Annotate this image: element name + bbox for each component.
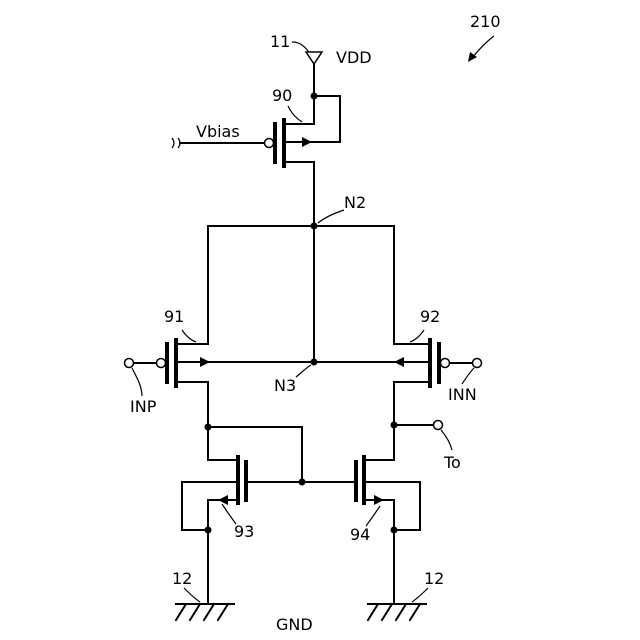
transistor-92: 92 INN: [314, 307, 482, 460]
gnd-label: GND: [276, 615, 313, 634]
transistor-94-body-arrow: [374, 495, 384, 505]
transistor-94-body-tie: [394, 482, 420, 530]
ground-left: 12: [172, 569, 234, 620]
vdd-ref-label: 11: [270, 32, 290, 51]
inp-label: INP: [130, 397, 157, 416]
junction-gate-bus: [299, 479, 306, 486]
transistor-91-label: 91: [164, 307, 184, 326]
vbias-gate-bubble: [265, 139, 274, 148]
output-to: To: [391, 421, 461, 473]
transistor-90: 90: [265, 86, 341, 226]
inn-terminal: [473, 359, 482, 368]
transistor-91-gate-bubble: [157, 359, 166, 368]
output-terminal: [434, 421, 443, 430]
diode-connection-wire: [208, 427, 302, 482]
figure-ref-label: 210: [470, 12, 501, 31]
transistor-93-label: 93: [234, 522, 254, 541]
transistor-92-gate-bubble: [441, 359, 450, 368]
transistor-90-body-tie: [314, 96, 340, 142]
transistor-94-leader: [366, 506, 380, 526]
transistor-90-leader: [288, 106, 302, 122]
ground-left-hatch: [176, 604, 228, 620]
figure-ref-leader: [472, 36, 494, 58]
ground-right-hatch: [368, 604, 420, 620]
ground-right-ref-label: 12: [424, 569, 444, 588]
transistor-90-label: 90: [272, 86, 292, 105]
n3-leader: [296, 365, 311, 377]
ground-left-leader: [184, 588, 200, 602]
n2-leader: [318, 210, 344, 223]
ground-right-leader: [412, 588, 428, 602]
transistor-92-leader: [410, 330, 424, 342]
transistor-92-label: 92: [420, 307, 440, 326]
vbias-label: Vbias: [196, 122, 240, 141]
vbias-break-symbol: [172, 138, 180, 148]
inp-leader: [132, 368, 142, 396]
inn-leader: [462, 368, 474, 384]
vdd-label: VDD: [336, 48, 372, 67]
mirror-gate-bus: [205, 424, 357, 486]
transistor-91-body-arrow: [200, 357, 210, 367]
inp-terminal: [125, 359, 134, 368]
output-label: To: [443, 453, 461, 472]
ground-right: 12: [368, 569, 444, 620]
output-leader: [441, 430, 452, 450]
node-n2: N2: [208, 193, 394, 362]
transistor-91-leader: [182, 330, 196, 342]
n2-bus: [208, 226, 394, 344]
n2-label: N2: [344, 193, 366, 212]
transistor-90-body-arrow: [302, 137, 312, 147]
transistor-93-body-tie: [182, 482, 208, 530]
transistor-93: 93: [182, 455, 254, 604]
node-n3: N3: [274, 359, 318, 396]
vdd-ref-leader: [292, 42, 309, 52]
transistor-94: 94: [350, 455, 420, 604]
n3-label: N3: [274, 376, 296, 395]
inn-label: INN: [448, 385, 477, 404]
transistor-93-leader: [222, 504, 236, 524]
transistor-94-label: 94: [350, 525, 370, 544]
vbias-input: Vbias: [172, 122, 264, 148]
vdd-symbol: [306, 52, 322, 64]
transistor-92-body-arrow: [394, 357, 404, 367]
transistor-93-body-arrow: [218, 495, 228, 505]
ground-left-ref-label: 12: [172, 569, 192, 588]
